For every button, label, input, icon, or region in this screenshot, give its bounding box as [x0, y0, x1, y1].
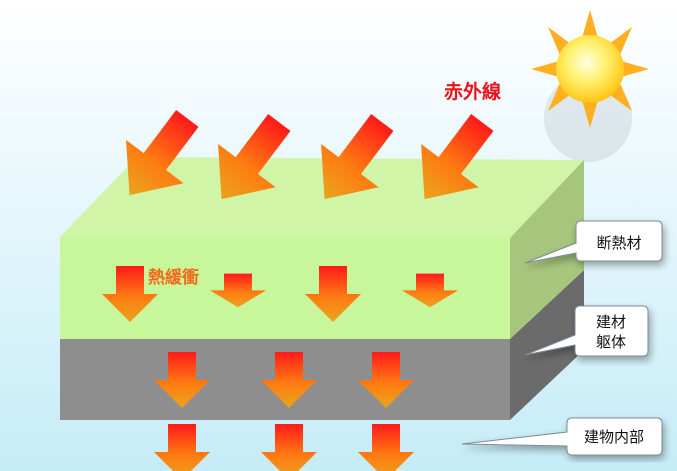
- callout-interior: [461, 417, 663, 456]
- heat-buffer-label: 熱緩衝: [148, 267, 199, 288]
- callout-building-body: [524, 305, 649, 357]
- building-frame-label: 躯体: [596, 333, 626, 351]
- building-material-label: 建材: [596, 313, 626, 331]
- interior-label: 建物内部: [584, 428, 644, 446]
- callout-insulation: [524, 220, 663, 264]
- sun-icon: [531, 10, 649, 162]
- insulation-label: 断熱材: [596, 234, 641, 252]
- interior-heat-arrows: [154, 424, 414, 471]
- infrared-label: 赤外線: [444, 80, 501, 103]
